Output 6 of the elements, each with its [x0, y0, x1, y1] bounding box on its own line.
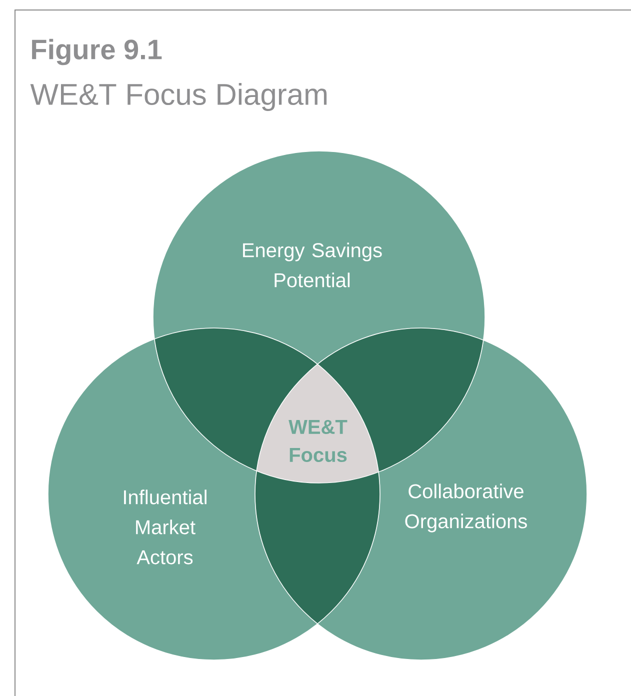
figure-number: Figure 9.1	[32, 38, 162, 66]
node-label: Influential Market Actors	[124, 490, 206, 564]
figure-title: WE&T Focus Diagram	[30, 83, 327, 111]
node-label: WE&T Focus	[288, 420, 348, 462]
node-label: Energy Savings Potential	[243, 242, 382, 288]
node-label: Collaborative Organizations	[405, 484, 527, 532]
